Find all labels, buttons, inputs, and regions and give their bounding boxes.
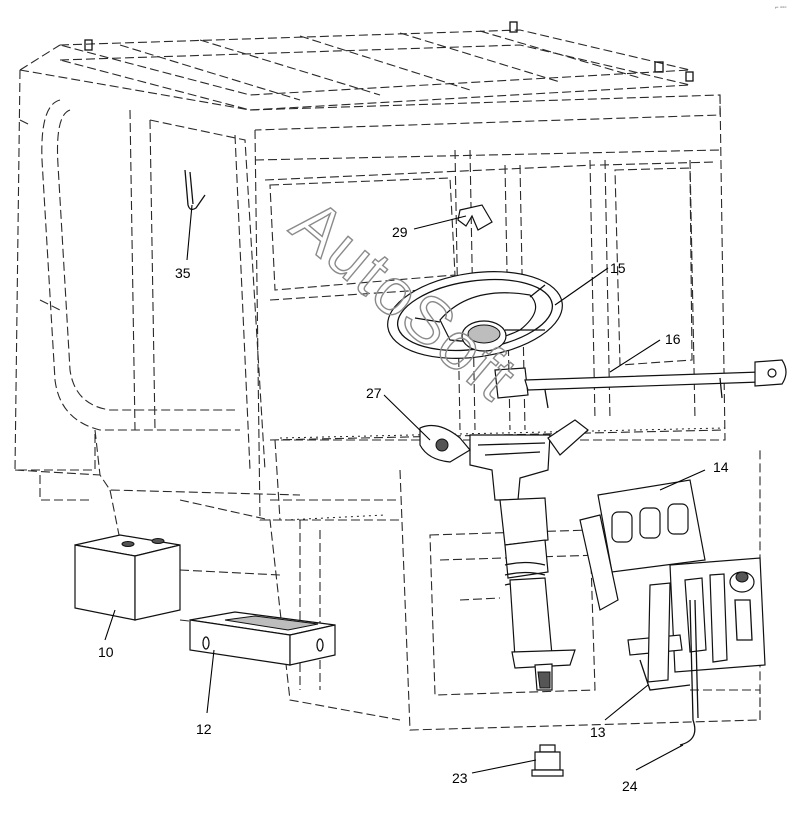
callout-12: 12 [196,721,212,737]
callout-23: 23 [452,770,468,786]
leader-13 [604,684,649,721]
callout-27: 27 [366,385,382,401]
callout-29: 29 [392,224,408,240]
leader-24 [635,744,684,771]
leader-14 [659,469,706,491]
callout-labels: 35 29 15 16 27 14 10 12 13 23 24 [98,224,729,794]
bracket-29 [457,204,493,231]
leader-16 [609,339,661,373]
callout-14: 14 [713,459,729,475]
callout-35: 35 [175,265,191,281]
steering-column [419,419,589,691]
support-arm [494,359,787,409]
callout-10: 10 [98,644,114,660]
tray-12 [189,611,336,666]
callout-15: 15 [610,260,626,276]
box-10 [74,534,181,621]
leader-lines [104,204,706,774]
steering-wheel [387,271,563,359]
dotted-rail [279,427,726,521]
leader-35 [186,204,193,261]
pedal-cover [579,479,706,611]
leader-15 [554,267,609,306]
leader-23 [471,759,537,774]
leader-10 [104,609,116,641]
corner-mark: ⌐ ▫▫▫ [775,5,787,11]
sensor [531,744,564,777]
coat-hook [184,169,206,211]
callout-16: 16 [665,331,681,347]
leader-29 [413,215,467,230]
pedal-assembly [627,557,766,691]
callout-13: 13 [590,724,606,740]
callout-24: 24 [622,778,638,794]
leader-27 [383,394,431,441]
leader-12 [206,649,215,714]
cable [679,599,699,746]
